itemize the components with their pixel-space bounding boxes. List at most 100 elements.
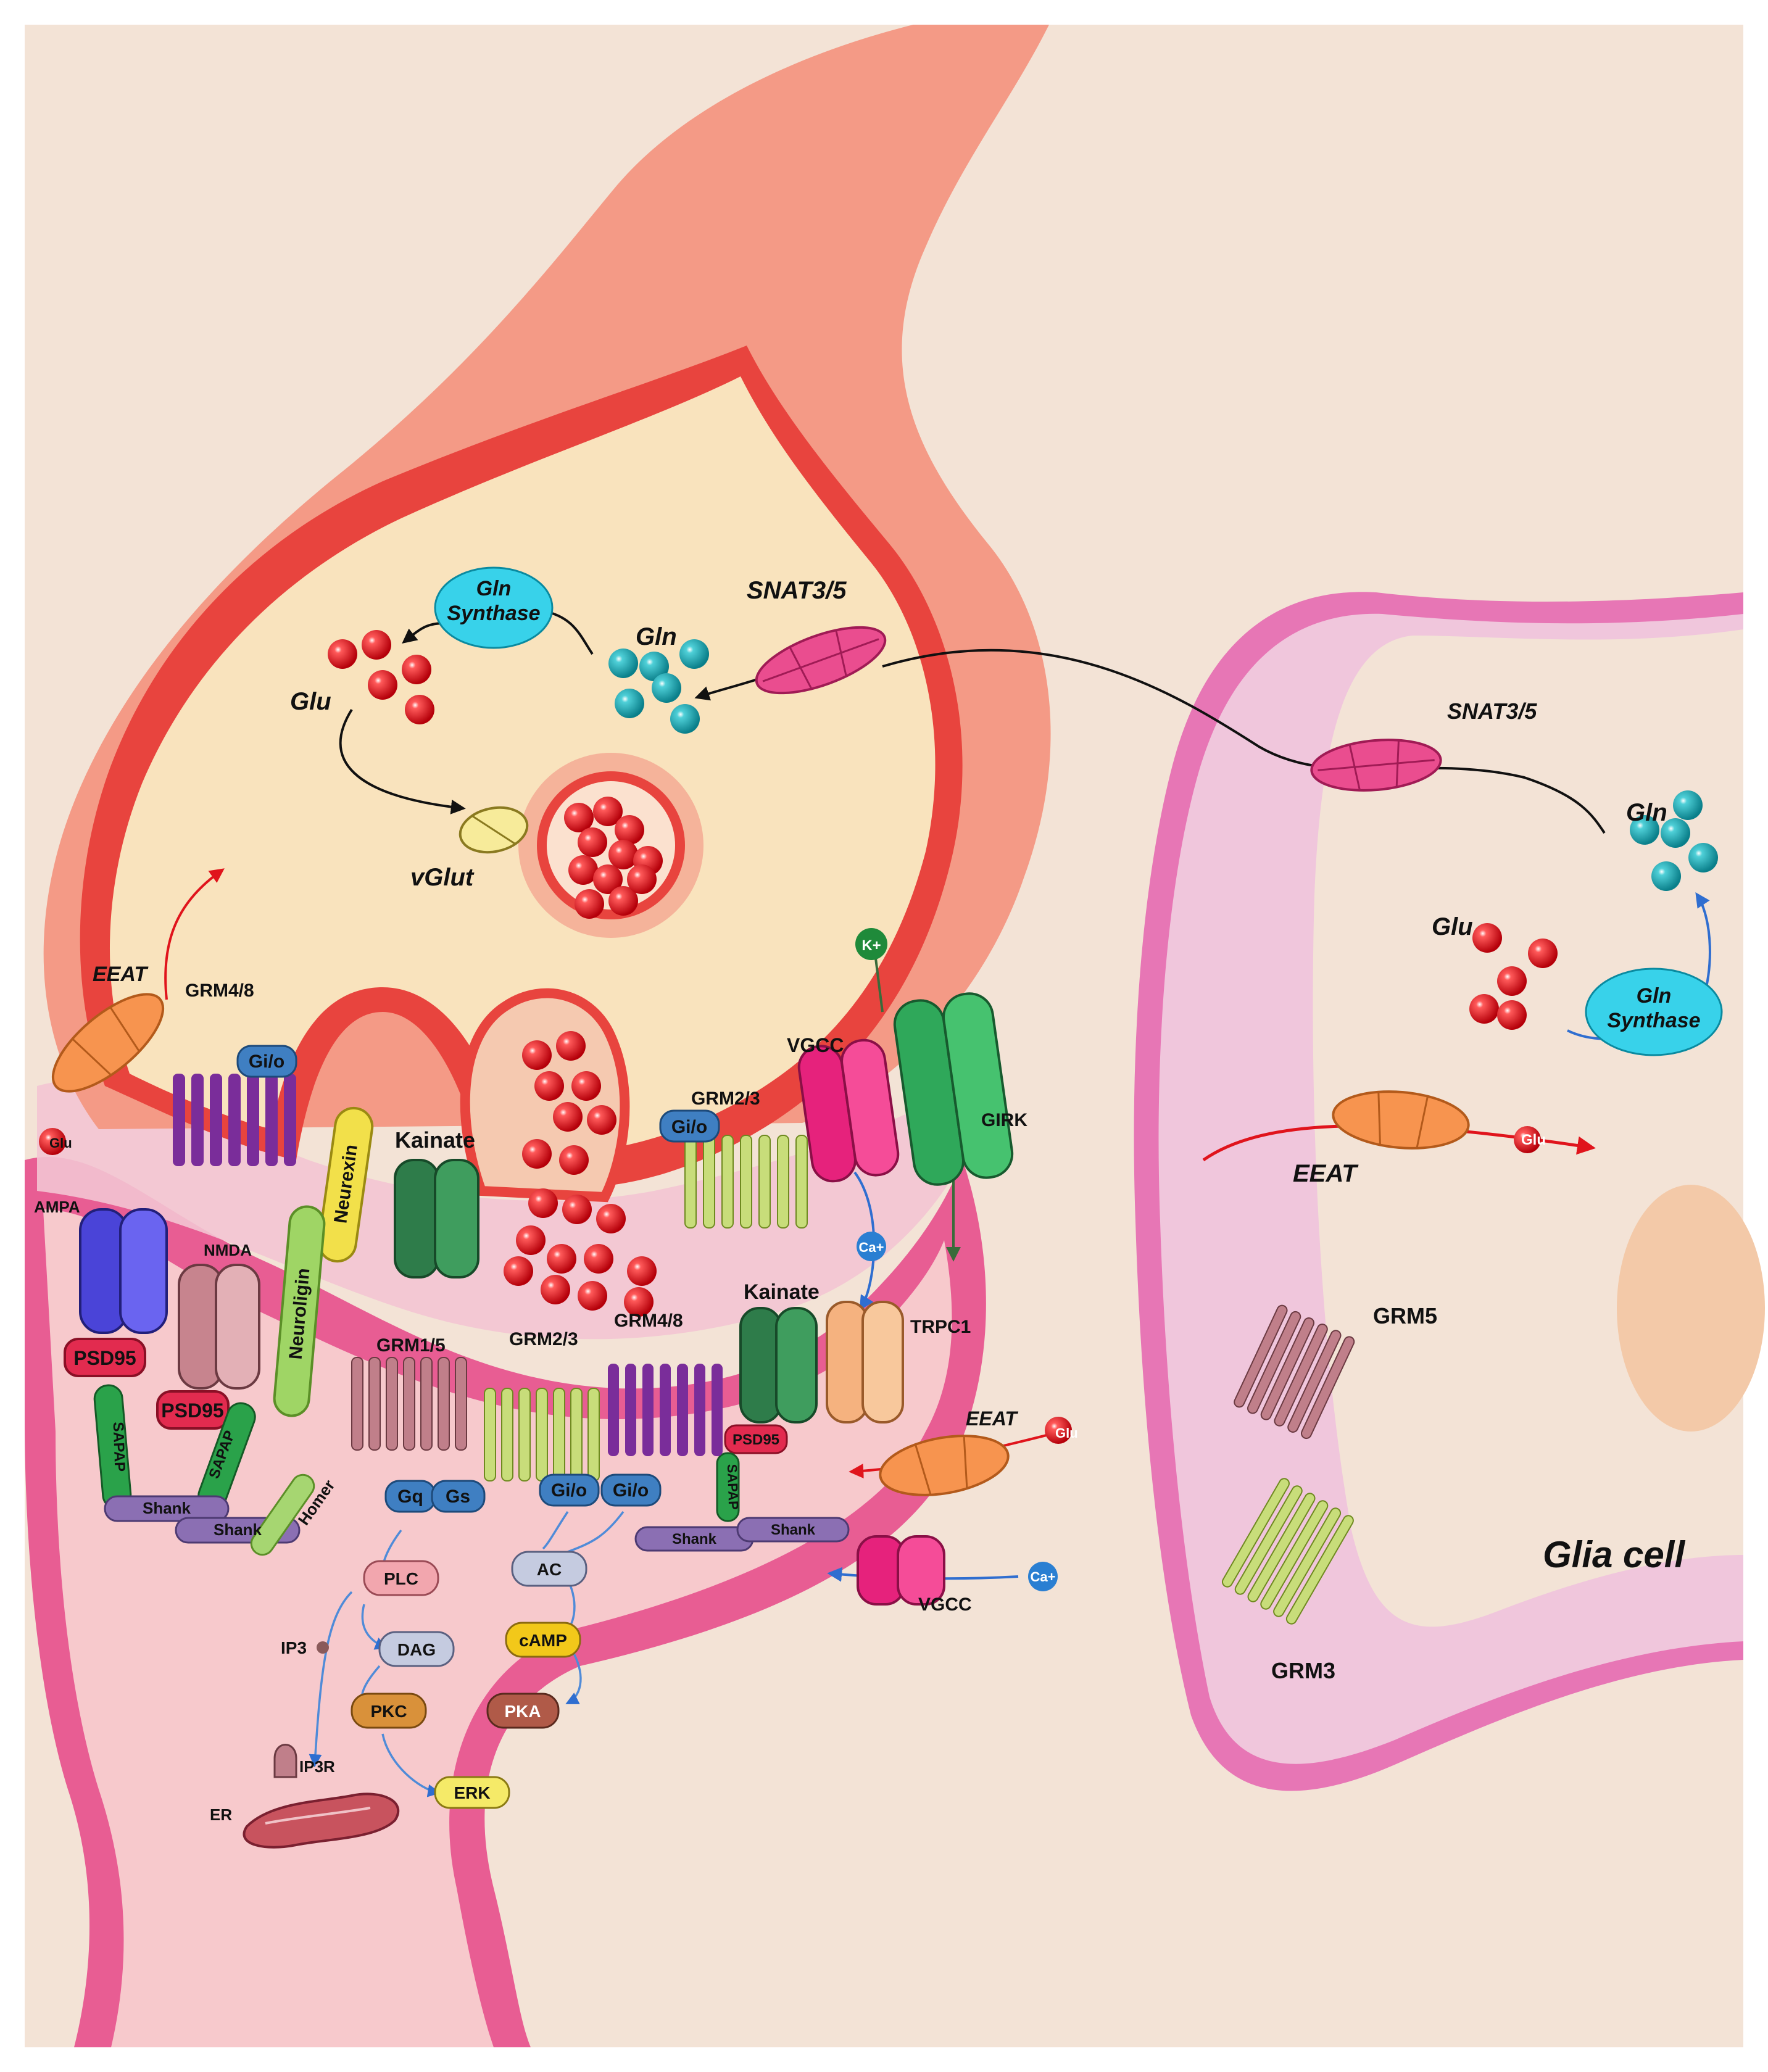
ca-ion-post	[1028, 1562, 1058, 1591]
neuroligin	[273, 1205, 326, 1417]
glutamine-molecule	[1661, 818, 1690, 848]
vgcc-label-pre: VGCC	[787, 1034, 844, 1056]
trpc1-channel	[826, 1301, 904, 1423]
glutamate-molecule	[522, 1040, 552, 1070]
glutamate-molecule	[553, 1102, 583, 1132]
shank-label-1: Shank	[143, 1499, 191, 1517]
sapap-label-3: SAPAP	[724, 1464, 742, 1510]
sapap-3	[716, 1452, 740, 1522]
vglut-transporter	[459, 806, 529, 854]
glutamine-molecule	[1673, 790, 1703, 820]
snat-transporter-glia	[1310, 739, 1442, 792]
girk-channel	[893, 992, 1014, 1186]
gln-synthase-pre-label-line1: Gln	[476, 577, 512, 600]
shank-label-3: Shank	[672, 1531, 717, 1548]
gln-synthase-glia	[1585, 968, 1723, 1056]
erk-badge	[434, 1776, 510, 1809]
grm5-receptor-glia	[1234, 1304, 1355, 1440]
glutamate-molecule	[1497, 1000, 1527, 1030]
glutamate-molecule	[564, 803, 594, 832]
glutamate-molecule	[516, 1225, 546, 1255]
glutamine-molecule	[679, 639, 709, 669]
glutamate-molecule	[1528, 939, 1558, 968]
pathway-k-to-girk	[874, 953, 884, 1013]
glia-nucleus	[1617, 1185, 1765, 1432]
kainate-label-post: Kainate	[744, 1280, 820, 1304]
eeat-transporter-pre	[51, 993, 165, 1093]
glu-label-small: Glu	[49, 1135, 72, 1151]
synaptic-vesicle	[518, 753, 703, 938]
gln-label-glia: Gln	[1626, 799, 1667, 826]
glutamate-molecule	[578, 1281, 607, 1311]
gio-label-pre-2: Gi/o	[671, 1117, 707, 1137]
glutamate-molecule	[1469, 994, 1499, 1024]
glutamate-molecule	[541, 1275, 570, 1304]
glutamine-molecule	[652, 673, 681, 703]
ampa-label: AMPA	[34, 1198, 80, 1216]
ac-label: AC	[537, 1560, 562, 1579]
gs-badge	[431, 1480, 486, 1513]
glu-label-glia: Glu	[1432, 913, 1473, 940]
glutamate-molecule	[587, 1105, 616, 1135]
glutamate-molecule	[615, 815, 644, 845]
grm48-receptor-post	[608, 1364, 723, 1456]
glutamate-molecule	[402, 655, 431, 684]
glutamate-molecule	[575, 889, 604, 919]
glu-label-post-eeat: Glu	[1055, 1425, 1078, 1441]
shank-label-4: Shank	[771, 1522, 816, 1538]
pathway-eeat-glu-uptake	[164, 868, 225, 1000]
camp-label: cAMP	[519, 1631, 567, 1650]
gln-synthase-pre-label-line2: Synthase	[447, 602, 540, 625]
k-ion-label: K+	[861, 937, 881, 954]
glutamine-molecule	[615, 689, 644, 718]
endoplasmic-reticulum	[243, 1792, 400, 1849]
gln-synthase-pre	[434, 566, 554, 649]
grm23-label-post: GRM2/3	[509, 1329, 578, 1349]
glutamate-molecule	[593, 864, 623, 894]
k-ion	[855, 928, 887, 960]
pathway-glu-to-vglut	[339, 708, 466, 814]
trpc1-label: TRPC1	[910, 1317, 971, 1337]
snat-label-glia: SNAT3/5	[1447, 698, 1537, 724]
pathway-pkc-erk	[381, 1733, 441, 1797]
nmda-label: NMDA	[204, 1241, 252, 1259]
gs-label: Gs	[446, 1486, 470, 1507]
vgcc-label-post: VGCC	[918, 1594, 972, 1615]
ip3r-receptor	[273, 1744, 297, 1778]
glutamate-molecule	[1472, 923, 1502, 953]
ac-badge	[511, 1551, 587, 1587]
vgcc-channel-post	[857, 1535, 945, 1606]
vglut-label: vGlut	[410, 864, 475, 891]
ip3-molecule	[317, 1641, 329, 1654]
gln-label-pre: Gln	[636, 623, 677, 650]
grm23-label-pre: GRM2/3	[691, 1088, 760, 1109]
glutamate-molecule	[578, 827, 607, 857]
glutamine-molecule	[670, 704, 700, 734]
grm3-label: GRM3	[1271, 1658, 1335, 1683]
ca-ion-pre-label: Ca+	[859, 1240, 884, 1255]
glutamate-molecule	[556, 1031, 586, 1061]
vgcc-channel-pre	[797, 1038, 900, 1183]
eeat-transporter-post	[879, 1435, 1010, 1496]
glutamate-molecule	[593, 797, 623, 826]
erk-label: ERK	[454, 1783, 490, 1802]
shank-1	[104, 1495, 230, 1522]
pka-label: PKA	[504, 1702, 541, 1721]
glutamate-molecule	[608, 840, 638, 869]
glutamate-molecule	[528, 1188, 558, 1218]
plc-label: PLC	[384, 1569, 418, 1588]
nmda-receptor	[178, 1264, 260, 1390]
glutamate-molecule	[362, 630, 391, 660]
psd95-badge-3	[724, 1424, 788, 1454]
ip3-label: IP3	[281, 1638, 307, 1657]
grm48-label-post: GRM4/8	[614, 1311, 683, 1331]
glutamate-molecule	[405, 695, 434, 724]
grm15-label: GRM1/5	[376, 1335, 446, 1356]
eeat-transporter-glia	[1332, 1090, 1470, 1150]
glutamate-molecule	[328, 639, 357, 669]
glutamate-molecule	[1514, 1126, 1541, 1153]
glutamate-molecule	[627, 1256, 657, 1286]
eeat-label-pre: EEAT	[93, 963, 149, 986]
glutamate-molecule	[534, 1071, 564, 1101]
